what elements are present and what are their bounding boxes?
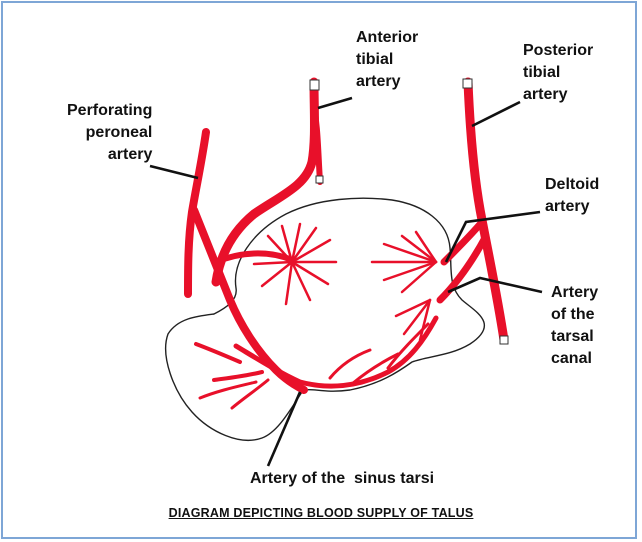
deltoid-label: Deltoid artery: [545, 174, 599, 218]
posterior-leader: [472, 102, 520, 126]
sinus-tarsi-leader: [268, 392, 300, 466]
talar-head-branches: [254, 224, 336, 304]
perforating-leader: [150, 166, 198, 178]
anterior-tibial-label: Anterior tibial artery: [356, 27, 418, 93]
diagram-caption: DIAGRAM DEPICTING BLOOD SUPPLY OF TALUS: [0, 506, 642, 520]
posterior-tibial-label: Posterior tibial artery: [523, 40, 593, 106]
posterior-tibial-artery: [468, 82, 504, 340]
leader-lines: [150, 98, 542, 466]
sinus-tarsi-network: [196, 318, 436, 408]
anterior-leader: [318, 98, 352, 108]
tarsal-canal-label: Artery of the tarsal canal: [551, 282, 598, 370]
perforating-peroneal-label: Perforating peroneal artery: [67, 100, 152, 166]
sinus-tarsi-label: Artery of the sinus tarsi: [250, 468, 434, 490]
